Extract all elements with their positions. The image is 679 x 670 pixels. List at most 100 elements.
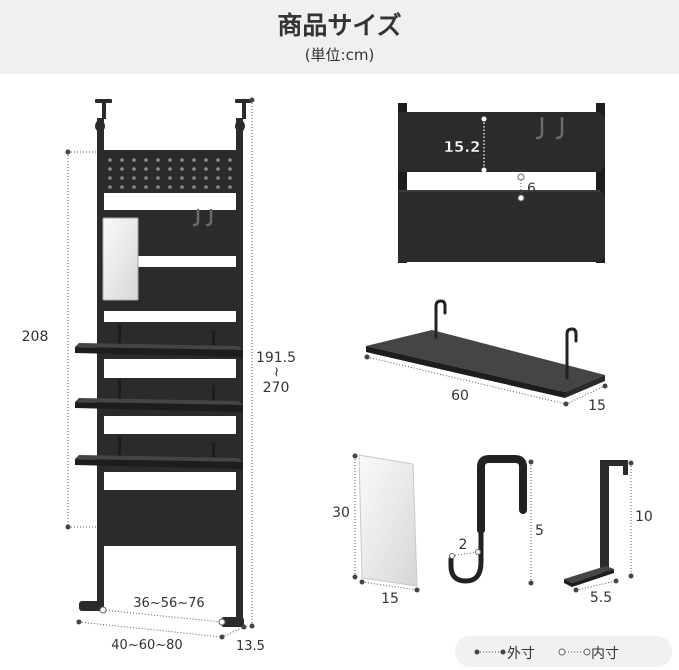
pegboard-hole: [192, 185, 196, 189]
pegboard-hole: [168, 167, 172, 171]
small-hook: [205, 208, 213, 227]
dimension-label-min: 191.5: [256, 350, 296, 366]
pegboard-hole: [132, 167, 136, 171]
pegboard-hole: [228, 185, 232, 189]
dimension-end-dot: [602, 383, 608, 389]
dimension-label: 208: [22, 329, 49, 345]
pegboard-hole: [204, 158, 208, 162]
shelf-hook-right: [565, 327, 578, 380]
legend-sample-circle: [558, 648, 566, 656]
shelf-top-face: [75, 398, 243, 405]
dimension-shelf-width: 60: [364, 354, 569, 407]
dimension-end-dot: [249, 623, 255, 629]
dimension-label: 15: [381, 591, 399, 607]
dimension-end-dot: [481, 116, 487, 122]
shelf-top-face: [75, 455, 243, 462]
dimension-line: [102, 609, 223, 623]
dimension-end-dot: [364, 354, 370, 360]
pegboard-hole: [228, 167, 232, 171]
pegboard-hole: [156, 185, 160, 189]
mirror: [358, 454, 418, 587]
small-hook: [192, 208, 200, 227]
dimension-label: 5: [535, 523, 544, 539]
rack-panel-bottom: [97, 490, 243, 546]
dimension-end-dot: [613, 578, 619, 584]
dimension-line: [575, 580, 617, 591]
dimension-end-dot: [359, 579, 365, 585]
pegboard-hole: [180, 158, 184, 162]
pegboard-hole: [144, 176, 148, 180]
dimension-label: 30: [332, 505, 350, 521]
dimension-bracket-depth: 5.5: [573, 578, 619, 606]
pegboard-hole: [108, 185, 112, 189]
dimension-mirror-width: 15: [359, 579, 420, 607]
dimension-end-dot: [573, 587, 579, 593]
shelf-support: [118, 379, 121, 401]
dimension-rack-height-range: 191.5 ~ 270: [249, 97, 296, 629]
shelf-support: [118, 436, 121, 458]
lower-panel: [398, 190, 605, 262]
pegboard-hole: [228, 176, 232, 180]
dimension-label: 15.2: [443, 138, 480, 156]
shelf-top-face: [75, 343, 243, 350]
pegboard-hole: [132, 176, 136, 180]
rail-post-right: [596, 103, 605, 263]
dimension-end-dot: [528, 580, 534, 586]
panel-hooks: [535, 116, 564, 140]
legend-sample-dot: [500, 649, 506, 655]
pegboard-hole: [192, 167, 196, 171]
small-hook: [535, 116, 544, 140]
dimension-line: [78, 621, 223, 638]
bracket-top-flange: [600, 460, 628, 475]
dimension-label: 40~60~80: [111, 638, 182, 653]
mirror-detail: 30 15: [332, 453, 420, 607]
dimension-end-dot: [65, 149, 71, 155]
bracket-foot-edge: [564, 579, 572, 587]
dimension-line: [366, 356, 567, 405]
shelf-detail: 60 15: [364, 299, 608, 414]
foot-right: [221, 617, 244, 627]
shelf-hook-left: [434, 299, 447, 339]
shelf-front-face: [366, 346, 565, 398]
dimension-end-dot: [528, 459, 534, 465]
dimension-end-dot: [76, 619, 82, 625]
shelf-front-face: [75, 347, 243, 357]
pegboard-hole: [216, 158, 220, 162]
pegboard-hole: [228, 158, 232, 162]
pegboard-hole: [156, 176, 160, 180]
panel-hooks: [192, 208, 213, 227]
pegboard-hole: [144, 167, 148, 171]
dimension-end-dot: [414, 587, 420, 593]
page-title: 商品サイズ: [277, 11, 401, 40]
adjuster-stem: [242, 103, 246, 119]
dimension-label-max: 270: [263, 380, 290, 396]
dimension-label: 2: [459, 537, 468, 553]
pegboard-hole: [216, 185, 220, 189]
bracket-foot-front: [572, 569, 614, 587]
pegboard-hole: [180, 167, 184, 171]
dimension-label: 15: [588, 398, 606, 414]
pegboard-hole: [132, 185, 136, 189]
pegboard-hole: [120, 167, 124, 171]
header-background: [0, 0, 679, 74]
dimension-end-dot: [481, 167, 487, 173]
pegboard-hole: [168, 185, 172, 189]
pegboard-holes: [108, 158, 232, 189]
legend-sample-dot: [474, 649, 480, 655]
panel-detail: 15.2 6: [398, 103, 605, 263]
pole-right: [236, 118, 243, 620]
pegboard-hole: [192, 158, 196, 162]
pegboard-hole: [144, 185, 148, 189]
dimension-end-dot: [628, 460, 634, 466]
pegboard-hole: [204, 176, 208, 180]
shelf-side-face: [565, 375, 605, 398]
pegboard-hole: [120, 158, 124, 162]
pegboard-hole: [156, 167, 160, 171]
legend-label: 内寸: [591, 646, 619, 662]
dimension-end-dot: [249, 97, 255, 103]
dimension-rack-outer-width: 40~60~80: [76, 619, 225, 653]
hook-curve: [448, 525, 484, 584]
pegboard-hole: [168, 176, 172, 180]
shelf-top-face: [366, 330, 605, 392]
